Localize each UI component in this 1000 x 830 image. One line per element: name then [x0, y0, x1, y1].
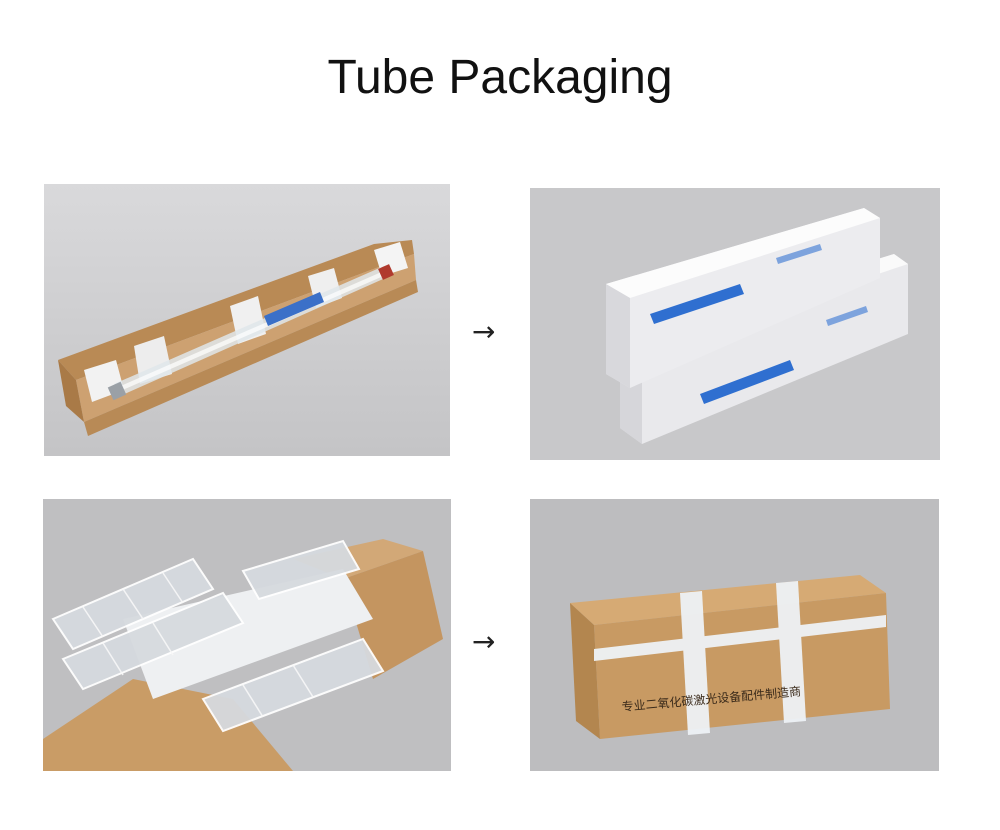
arrow-right-icon: → [472, 625, 496, 658]
page-title: Tube Packaging [327, 51, 673, 104]
photo-taped-cardboard-box: 专业二氧化碳激光设备配件制造商 [530, 499, 939, 771]
photo-tube-in-open-box [44, 184, 450, 456]
photo-closed-white-boxes [530, 188, 940, 460]
photo-air-column-wrap [43, 499, 451, 771]
arrow-right-icon: → [472, 315, 496, 348]
